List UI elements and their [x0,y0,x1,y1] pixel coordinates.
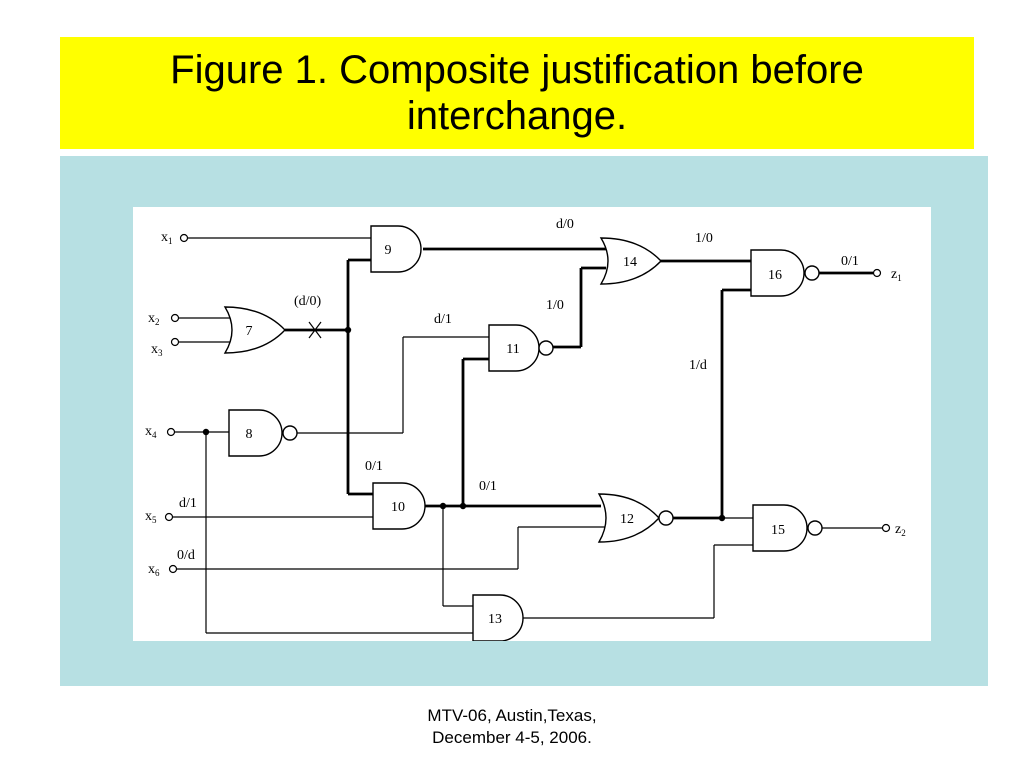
slide-footer: MTV-06, Austin,Texas, December 4-5, 2006… [0,705,1024,749]
svg-text:11: 11 [506,342,519,357]
svg-text:12: 12 [620,512,634,527]
footer-line-2: December 4-5, 2006. [432,728,592,747]
svg-text:16: 16 [768,268,782,283]
svg-text:15: 15 [771,523,785,538]
svg-text:14: 14 [623,255,637,270]
input-label-x4: x4 [145,424,157,440]
signal-label-gate12-to-16: 1/d [689,358,707,373]
junction-dot [718,514,726,522]
gate-10: 10 [372,482,426,530]
gate-8: 8 [228,409,298,457]
slide-title: Figure 1. Composite justification before… [170,48,864,138]
gate-13: 13 [472,594,524,642]
gate-14: 14 [599,237,662,285]
input-pin-x1 [179,233,189,243]
gate-15: 15 [752,504,823,552]
signal-label-stem-to-10: 0/1 [365,459,383,474]
gate-16: 16 [750,249,820,297]
input-label-x1: x1 [161,230,173,246]
junction-dot [439,502,447,510]
signal-label-gate11-out: 1/0 [546,298,564,313]
circuit-svg: 9 7 11 14 16 8 [145,217,906,642]
signal-label-x6: 0/d [177,548,195,563]
gate-7: 7 [223,306,286,354]
title-banner: Figure 1. Composite justification before… [60,37,974,149]
input-pin-x5 [164,512,174,522]
signal-label-gate9-out: d/0 [556,217,574,232]
output-pin-z2 [881,523,891,533]
junction-dot [344,326,352,334]
signal-label-gate7-out: (d/0) [294,294,322,309]
gate-9: 9 [370,225,422,273]
gate-12: 12 [597,493,674,543]
svg-text:8: 8 [246,427,253,442]
svg-text:13: 13 [488,612,502,627]
input-pin-x6 [168,564,178,574]
input-pin-x4 [166,427,176,437]
input-pin-x2 [170,313,180,323]
footer-line-1: MTV-06, Austin,Texas, [427,706,597,725]
svg-text:10: 10 [391,500,405,515]
input-pin-x3 [170,337,180,347]
input-label-x6: x6 [148,562,160,578]
signal-label-gate8-to-11: d/1 [434,312,452,327]
output-pin-z1 [872,268,882,278]
gate-11: 11 [488,324,554,372]
input-label-x3: x3 [151,342,163,358]
output-label-z2: z2 [895,522,906,538]
signal-label-x5: d/1 [179,496,197,511]
signal-label-gate16-out: 0/1 [841,254,859,269]
junction-dot [459,502,467,510]
junction-dot [202,428,210,436]
input-label-x5: x5 [145,509,157,525]
svg-text:7: 7 [246,324,253,339]
signal-label-gate14-out: 1/0 [695,231,713,246]
output-label-z1: z1 [891,267,902,283]
svg-text:9: 9 [385,243,392,258]
circuit-diagram: 9 7 11 14 16 8 [133,207,931,642]
signal-label-gate10-out: 0/1 [479,479,497,494]
input-label-x2: x2 [148,311,160,327]
